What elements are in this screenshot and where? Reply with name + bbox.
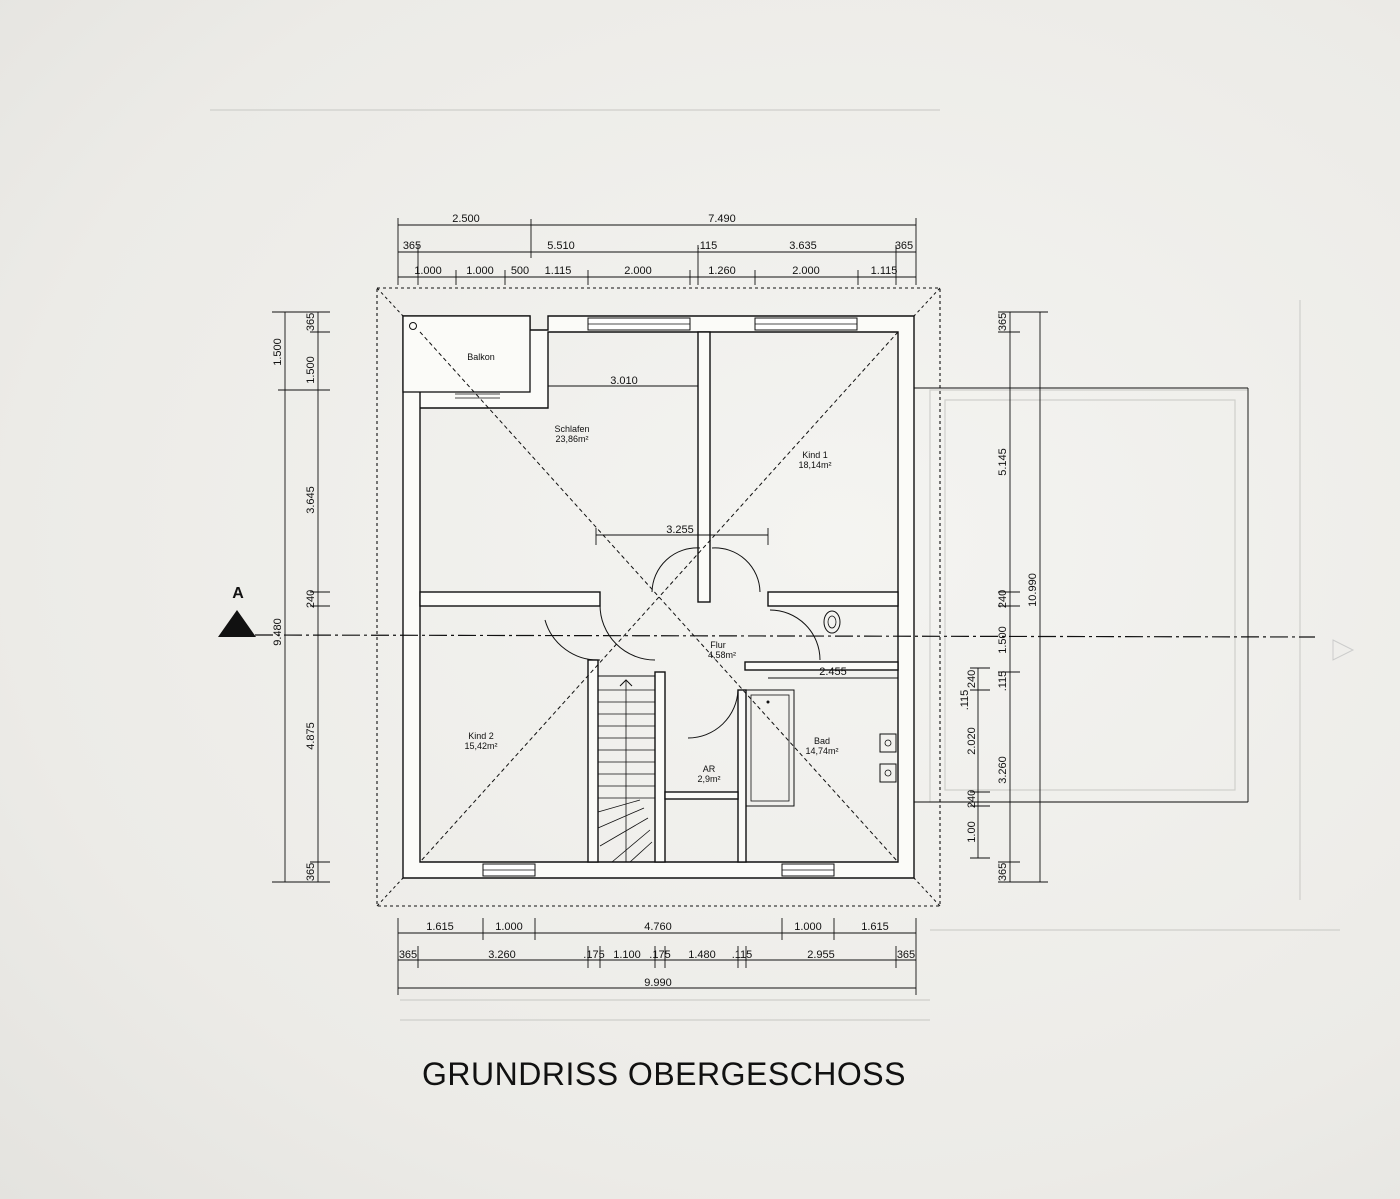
dim-label: 3.010	[610, 375, 638, 387]
room-name-kind1: Kind 1	[802, 450, 828, 460]
dim-label: 1.000	[495, 921, 523, 933]
dim-label: 2.955	[807, 949, 835, 961]
dim-label: 9.990	[644, 977, 672, 989]
dim-label: 1.115	[545, 265, 572, 277]
room-name-flur: Flur	[710, 640, 726, 650]
dimensions-left: 1.500 9.480 365 1.500 3.645 240 4.875 36…	[272, 313, 317, 881]
room-name-bad: Bad	[814, 736, 830, 746]
dim-label: 4.875	[305, 722, 317, 750]
dim-label: 500	[511, 265, 529, 277]
dim-label: 1.000	[794, 921, 822, 933]
dim-label: 5.510	[547, 240, 575, 252]
room-area-flur: 4,58m²	[708, 650, 736, 660]
dim-label: 365	[305, 313, 317, 331]
section-line	[218, 610, 1355, 661]
dim-label: 1.260	[708, 265, 736, 277]
drawing-title: GRUNDRISS OBERGESCHOSS	[422, 1056, 906, 1092]
dim-label: 1.115	[871, 265, 898, 277]
dim-label: 365	[305, 863, 317, 881]
balcony	[402, 315, 531, 399]
dim-label: 240	[966, 790, 978, 808]
dim-label: 1.000	[414, 265, 442, 277]
dim-label: 3.260	[488, 949, 516, 961]
room-area-kind1: 18,14m²	[798, 460, 831, 470]
dim-label: 1.00	[966, 821, 978, 842]
dim-label: 3.255	[666, 524, 694, 536]
dim-label: .175	[649, 949, 670, 961]
section-marker-label: A	[232, 585, 244, 602]
room-name-kind2: Kind 2	[468, 731, 494, 741]
dim-label: 2.500	[452, 213, 480, 225]
dim-label: 2.020	[966, 727, 978, 755]
dim-label: 1.500	[272, 338, 284, 366]
dim-label: 365	[403, 240, 421, 252]
dim-label: 1.000	[466, 265, 494, 277]
dim-label: .175	[583, 949, 604, 961]
bathroom-fixtures	[745, 610, 897, 807]
dim-label: 5.145	[997, 448, 1009, 476]
staircase	[597, 675, 656, 863]
dim-label: 240	[997, 590, 1009, 608]
room-labels: Balkon Schlafen 23,86m² Kind 1 18,14m² K…	[464, 352, 838, 784]
dim-label: 7.490	[708, 213, 736, 225]
dim-label: 3.260	[997, 756, 1009, 784]
room-name-schlafen: Schlafen	[554, 424, 589, 434]
dimensions-interior: 3.010 3.255 2.455	[610, 375, 847, 678]
dim-label: 365	[895, 240, 913, 252]
room-area-kind2: 15,42m²	[464, 741, 497, 751]
dim-label: 2.000	[624, 265, 652, 277]
dim-label: .115	[997, 671, 1009, 692]
dim-label: 3.635	[789, 240, 817, 252]
room-name-balkon: Balkon	[467, 352, 495, 362]
room-area-schlafen: 23,86m²	[555, 434, 588, 444]
room-area-ar: 2,9m²	[697, 774, 720, 784]
dim-label: 2.455	[819, 666, 847, 678]
dim-label: 240	[305, 590, 317, 608]
dimension-lines	[272, 218, 1249, 995]
ghost-underlay	[210, 109, 1340, 1021]
dim-label: 365	[997, 313, 1009, 331]
dim-label: 9.480	[272, 618, 284, 646]
dimensions-bottom: 1.615 1.000 4.760 1.000 1.615 365 3.260 …	[399, 921, 915, 989]
dim-label: 365	[399, 949, 417, 961]
dim-label: 1.480	[688, 949, 716, 961]
dim-label: 1.100	[613, 949, 641, 961]
dim-label: 2.000	[792, 265, 820, 277]
dim-label: 365	[997, 863, 1009, 881]
room-area-bad: 14,74m²	[805, 746, 838, 756]
dimensions-right: 365 5.145 240 1.500 .115 3.260 365 10.99…	[959, 313, 1039, 881]
dim-label: 3.645	[305, 486, 317, 514]
dim-label: 1.500	[305, 356, 317, 384]
dim-label: 1.615	[426, 921, 454, 933]
dim-label: 10.990	[1027, 573, 1039, 607]
dim-label: 365	[897, 949, 915, 961]
dim-label: 4.760	[644, 921, 672, 933]
dim-label: 240	[966, 670, 978, 688]
dim-label: .115	[697, 240, 718, 252]
section-marker-arrow	[218, 610, 256, 637]
dimensions-top: 2.500 7.490 365 5.510 .115 3.635 365 1.0…	[403, 213, 913, 277]
dim-label: 1.615	[861, 921, 889, 933]
roof-outline	[376, 287, 941, 907]
dim-label: 1.500	[997, 626, 1009, 654]
dim-label: .115	[959, 690, 971, 711]
doors	[544, 547, 821, 739]
room-name-ar: AR	[703, 764, 716, 774]
dim-label: .115	[732, 949, 753, 961]
windows	[482, 317, 858, 877]
